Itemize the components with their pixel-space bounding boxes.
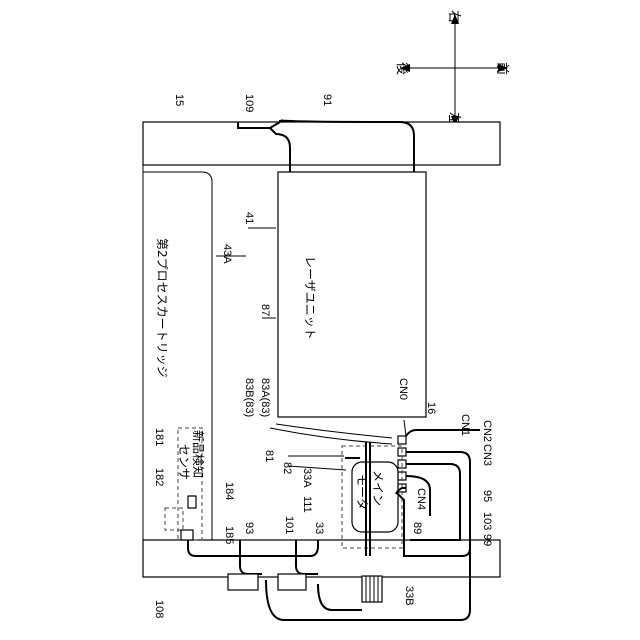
label-16: 16 bbox=[425, 402, 437, 414]
label-41: 41 bbox=[243, 212, 255, 224]
laser-unit-text: レーザユニット bbox=[303, 256, 317, 340]
sensor-text-2: センサ bbox=[177, 444, 191, 480]
connector-93 bbox=[228, 574, 258, 590]
sensor-lever-dashed bbox=[165, 508, 183, 530]
label-CN0: CN0 bbox=[397, 378, 409, 400]
label-181: 181 bbox=[153, 428, 165, 446]
connector-101 bbox=[278, 574, 306, 590]
label-108: 108 bbox=[153, 600, 165, 618]
frame-rail-top bbox=[143, 122, 500, 165]
label-81: 81 bbox=[263, 450, 275, 462]
label-33B: 33B bbox=[403, 586, 415, 606]
label-99: 99 bbox=[481, 534, 493, 546]
label-83A: 83A(83) bbox=[259, 378, 271, 417]
label-83B: 83B(83) bbox=[243, 378, 255, 417]
connector-cn0 bbox=[398, 436, 406, 444]
label-CN3: CN3 bbox=[481, 444, 493, 466]
label-33: 33 bbox=[313, 522, 325, 534]
label-185: 185 bbox=[223, 526, 235, 544]
motor-text-2: モータ bbox=[355, 474, 369, 510]
cartridge-text: 第2プロセスカートリッジ bbox=[155, 238, 169, 378]
label-93: 93 bbox=[243, 522, 255, 534]
label-91: 91 bbox=[321, 94, 333, 106]
label-43A: 43A bbox=[221, 244, 233, 264]
motor-text-1: メイン bbox=[371, 470, 385, 506]
label-89: 89 bbox=[411, 522, 423, 534]
frame-rail-bottom bbox=[143, 540, 500, 577]
compass-rear: 後 bbox=[394, 62, 409, 75]
compass-front: 前 bbox=[494, 62, 510, 75]
label-82: 82 bbox=[281, 462, 293, 474]
gear-33b bbox=[362, 576, 382, 602]
compass-right: 右 bbox=[446, 10, 461, 23]
harness-lower bbox=[188, 430, 480, 620]
label-184: 184 bbox=[223, 482, 235, 500]
label-182: 182 bbox=[153, 468, 165, 486]
compass: 右 左 前 後 bbox=[394, 10, 510, 126]
label-103: 103 bbox=[481, 512, 493, 530]
sensor-184-part bbox=[188, 496, 196, 508]
label-CN4: CN4 bbox=[415, 488, 427, 510]
label-15: 15 bbox=[173, 94, 185, 106]
label-109: 109 bbox=[243, 94, 255, 112]
label-101: 101 bbox=[283, 516, 295, 534]
label-CN2: CN2 bbox=[481, 420, 493, 442]
sensor-text-1: 新品検知 bbox=[191, 430, 206, 478]
label-87: 87 bbox=[259, 304, 271, 316]
label-33A: 33A bbox=[301, 468, 313, 488]
sensor-185-part bbox=[181, 530, 193, 540]
label-95: 95 bbox=[481, 490, 493, 502]
label-CN1: CN1 bbox=[459, 414, 471, 436]
label-111: 111 bbox=[301, 496, 313, 513]
